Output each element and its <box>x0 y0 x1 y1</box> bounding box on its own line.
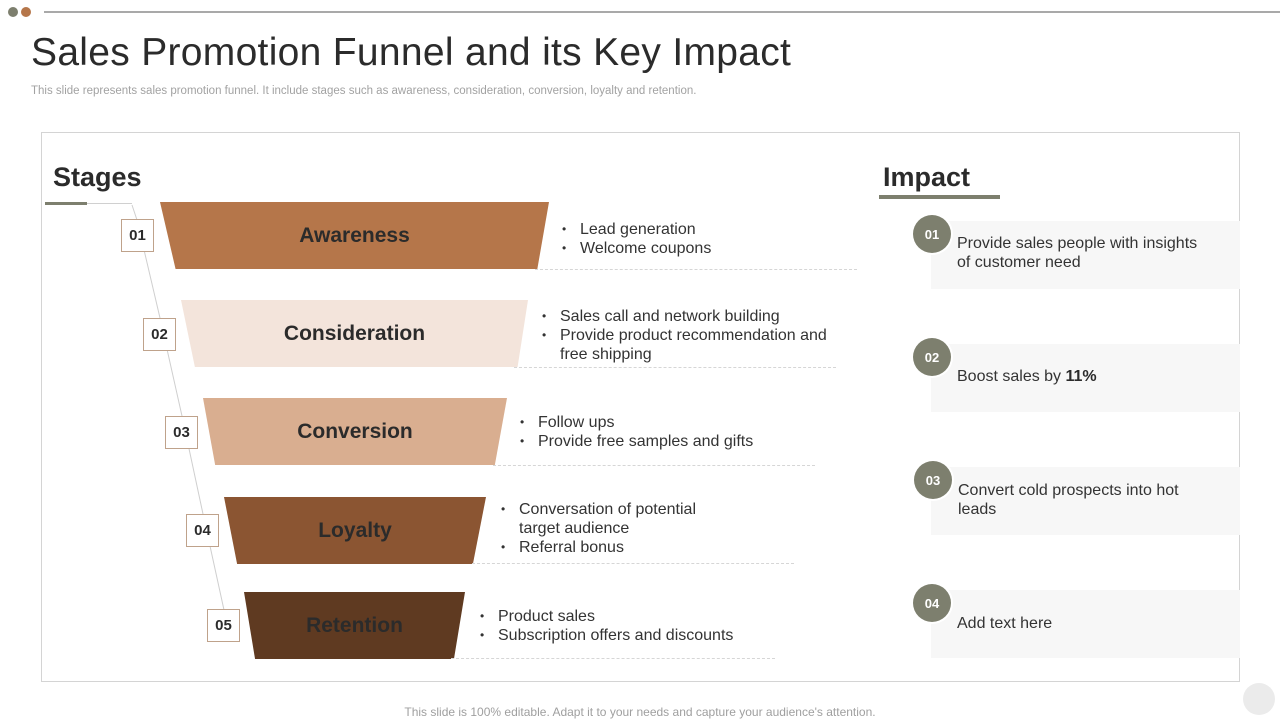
impact-number-badge: 04 <box>913 584 951 622</box>
stage-label: Retention <box>306 613 403 637</box>
impact-text: Add text here <box>957 615 1053 632</box>
impact-highlight-value: 11% <box>1065 368 1097 385</box>
slide-footer: This slide is 100% editable. Adapt it to… <box>404 705 876 719</box>
slide-subtitle: This slide represents sales promotion fu… <box>31 85 697 97</box>
stage-number-box: 01 <box>121 219 154 252</box>
impact-number-badge: 02 <box>913 338 951 376</box>
bullet-item: Referral bonus <box>499 538 724 557</box>
stage-loyalty-trapezoid: Loyalty <box>224 497 486 564</box>
impact-card <box>931 344 1240 412</box>
stage-divider <box>451 658 775 659</box>
bullet-item: Subscription offers and discounts <box>478 626 778 645</box>
corner-decor-circle <box>1243 683 1275 715</box>
impact-text: Convert cold prospects into hot leads <box>958 482 1179 518</box>
decor-dot <box>21 7 31 17</box>
bullet-item: Product sales <box>478 607 778 626</box>
stage-bullets: Lead generation Welcome coupons <box>560 220 860 258</box>
impact-number-badge: 01 <box>913 215 951 253</box>
stage-conversion-trapezoid: Conversion <box>203 398 507 465</box>
impact-card <box>931 221 1240 289</box>
impact-card <box>931 467 1240 535</box>
stage-number-box: 04 <box>186 514 219 547</box>
stage-label: Loyalty <box>318 518 392 542</box>
stages-thin-rule <box>87 203 132 204</box>
stage-number-box: 02 <box>143 318 176 351</box>
stage-bullets: Product sales Subscription offers and di… <box>478 607 778 645</box>
bullet-item: Follow ups <box>518 413 818 432</box>
header-rule <box>44 11 1280 13</box>
stage-divider <box>493 465 815 466</box>
bullet-item: Provide product recommendation and free … <box>540 326 840 364</box>
bullet-item: Lead generation <box>560 220 860 239</box>
impact-heading: Impact <box>883 162 971 192</box>
impact-text: Boost sales by 11% <box>957 367 1207 386</box>
stage-divider <box>535 269 857 270</box>
impact-text-prefix: Boost sales by <box>957 368 1066 385</box>
slide-title: Sales Promotion Funnel and its Key Impac… <box>31 31 792 74</box>
decor-dot <box>8 7 18 17</box>
stage-retention-trapezoid: Retention <box>244 592 465 659</box>
stage-label: Awareness <box>299 223 410 247</box>
impact-card <box>931 590 1240 658</box>
stage-divider <box>514 367 836 368</box>
impact-number-badge: 03 <box>914 461 952 499</box>
stage-awareness-trapezoid: Awareness <box>160 202 549 269</box>
bullet-item: Sales call and network building <box>540 307 840 326</box>
stage-number-box: 05 <box>207 609 240 642</box>
impact-text: Provide sales people with insights of cu… <box>957 235 1198 271</box>
bullet-item: Provide free samples and gifts <box>518 432 818 451</box>
stages-heading: Stages <box>53 162 142 192</box>
stage-bullets: Conversation of potential target audienc… <box>499 500 724 557</box>
stage-bullets: Follow ups Provide free samples and gift… <box>518 413 818 451</box>
impact-underline <box>879 195 1000 199</box>
bullet-item: Welcome coupons <box>560 239 860 258</box>
stage-divider <box>472 563 794 564</box>
bullet-item: Conversation of potential target audienc… <box>499 500 724 538</box>
stages-underline <box>45 202 87 205</box>
stage-consideration-trapezoid: Consideration <box>181 300 528 367</box>
stage-label: Conversion <box>297 419 413 443</box>
stage-label: Consideration <box>283 321 426 345</box>
stage-bullets: Sales call and network building Provide … <box>540 307 840 364</box>
stage-number-box: 03 <box>165 416 198 449</box>
